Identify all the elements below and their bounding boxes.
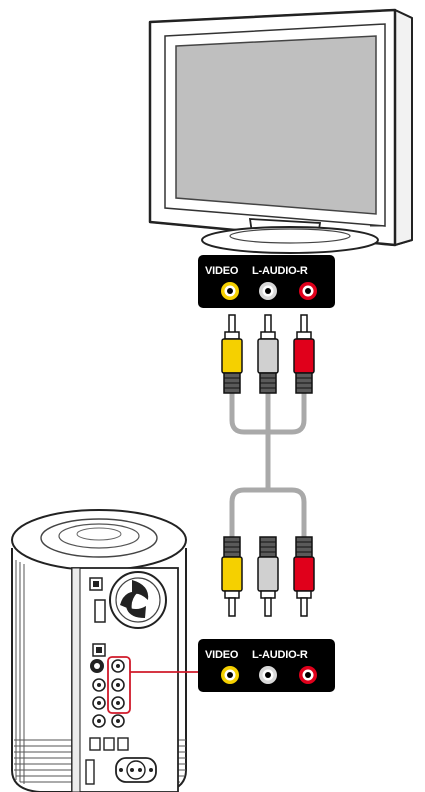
tv-audio-right-jack[interactable] [299,282,317,300]
television-icon [148,8,413,254]
player-audio-right-jack[interactable] [299,666,317,684]
bottom-video-plug[interactable] [221,536,243,617]
power-socket-icon [115,757,157,783]
player-av-output-panel: VIDEO L-AUDIO-R [198,639,335,692]
bottom-audio-right-plug[interactable] [293,536,315,617]
player-video-label: VIDEO [205,649,239,661]
player-audio-left-jack[interactable] [259,666,277,684]
player-video-jack[interactable] [221,666,239,684]
player-av-highlight [107,656,198,714]
media-player-icon [11,509,187,792]
tv-audio-label: L-AUDIO-R [252,265,308,277]
tv-audio-left-jack[interactable] [259,282,277,300]
tv-video-label: VIDEO [205,265,239,277]
bottom-audio-left-plug[interactable] [257,536,279,617]
top-audio-left-plug[interactable] [257,314,279,394]
top-video-plug[interactable] [221,314,243,394]
player-audio-label: L-AUDIO-R [252,649,308,661]
tv-video-jack[interactable] [221,282,239,300]
tv-av-input-panel: VIDEO L-AUDIO-R [198,255,335,308]
top-audio-right-plug[interactable] [293,314,315,394]
fan-icon [109,571,167,629]
rca-cable-icon [229,389,307,545]
